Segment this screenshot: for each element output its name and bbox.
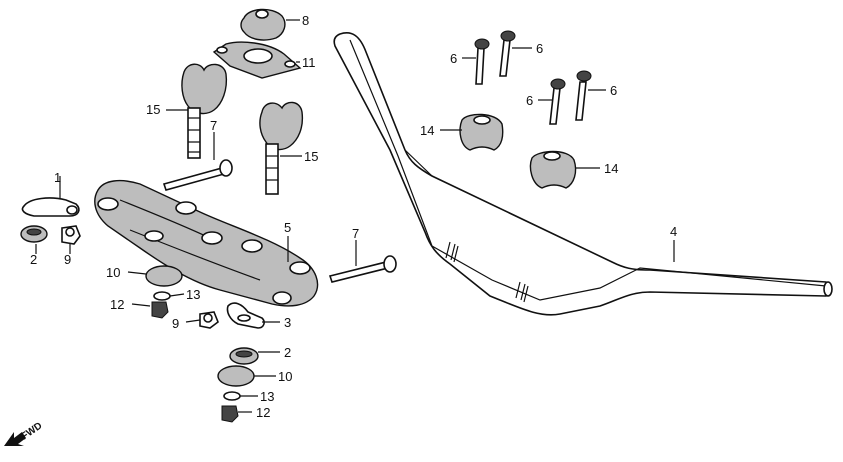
leader-lines <box>35 19 675 413</box>
label-6c: 6 <box>526 93 533 108</box>
label-6d: 6 <box>610 83 617 98</box>
label-14a: 14 <box>420 123 434 138</box>
bolt-6b <box>499 30 516 77</box>
collar-2b <box>229 347 259 365</box>
clamp-1 <box>21 197 80 217</box>
nut-12b <box>221 405 239 423</box>
upper-holder-14b <box>529 150 577 189</box>
label-13b: 13 <box>260 389 274 404</box>
fwd-label: FWD <box>19 420 44 442</box>
washer-13b <box>223 391 241 401</box>
bolt-6c <box>549 78 566 125</box>
label-15a: 15 <box>146 102 160 117</box>
washer-13a <box>153 291 171 301</box>
collar-2a <box>20 225 48 243</box>
lower-holder-15a <box>181 63 228 159</box>
label-13a: 13 <box>186 287 200 302</box>
nut-9a <box>61 225 81 245</box>
label-7a: 7 <box>210 118 217 133</box>
label-12a: 12 <box>110 297 124 312</box>
label-9a: 9 <box>64 252 71 267</box>
label-1: 1 <box>54 170 61 185</box>
label-12b: 12 <box>256 405 270 420</box>
handlebar-holder-bridge <box>94 179 319 307</box>
handlebar <box>333 32 833 316</box>
label-3: 3 <box>284 315 291 330</box>
plate-11 <box>212 41 302 79</box>
label-10b: 10 <box>278 369 292 384</box>
washer-10a <box>145 265 183 287</box>
cap-8 <box>240 8 286 41</box>
upper-holder-14a <box>459 113 504 151</box>
bolt-7a <box>162 159 233 191</box>
label-14b: 14 <box>604 161 618 176</box>
label-5: 5 <box>284 220 291 235</box>
bolt-6d <box>575 70 592 121</box>
label-11: 11 <box>302 55 316 70</box>
bolt-7b <box>328 255 397 283</box>
nut-12a <box>151 301 169 319</box>
lower-holder-15b <box>259 101 304 195</box>
label-10a: 10 <box>106 265 120 280</box>
label-8: 8 <box>302 13 309 28</box>
washer-10b <box>217 365 255 387</box>
nut-9b <box>199 311 219 329</box>
label-2b: 2 <box>284 345 291 360</box>
fwd-arrow-icon <box>4 432 26 446</box>
label-15b: 15 <box>304 149 318 164</box>
label-6b: 6 <box>536 41 543 56</box>
label-6a: 6 <box>450 51 457 66</box>
bolt-6a <box>474 38 490 85</box>
fwd-indicator: FWD <box>4 420 44 446</box>
clamp-3 <box>226 302 265 329</box>
part-labels: 1 2 9 8 11 15 7 15 5 7 4 6 6 6 6 14 14 1… <box>30 13 677 420</box>
label-7b: 7 <box>352 226 359 241</box>
label-2a: 2 <box>30 252 37 267</box>
label-9b: 9 <box>172 316 179 331</box>
label-4: 4 <box>670 224 677 239</box>
